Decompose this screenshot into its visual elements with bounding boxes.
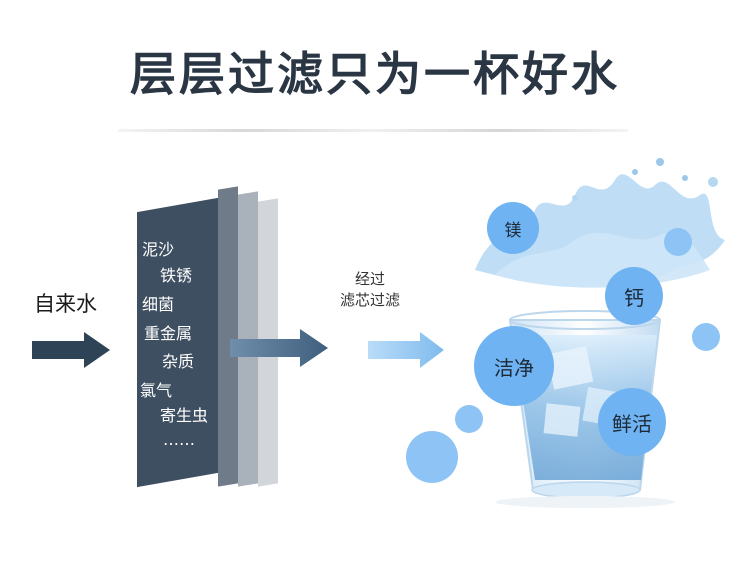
page-title: 层层过滤只为一杯好水 xyxy=(130,47,620,101)
contaminant-rust: 铁锈 xyxy=(160,266,193,285)
bubble-magnesium: 镁 xyxy=(487,202,539,254)
decor-bubble-3 xyxy=(455,405,483,433)
decor-bubble-2 xyxy=(692,323,720,351)
bubble-calcium: 钙 xyxy=(605,267,663,325)
input-arrow-icon xyxy=(32,332,110,368)
tap-water-label: 自来水 xyxy=(34,292,97,316)
output-arrow-icon xyxy=(368,332,444,368)
bubble-fresh: 鲜活 xyxy=(598,388,666,456)
contaminant-ellipsis: …… xyxy=(163,430,195,449)
contaminant-parasites: 寄生虫 xyxy=(160,406,209,425)
filter-label-line2: 滤芯过滤 xyxy=(339,291,400,309)
contaminant-heavy-metal: 重金属 xyxy=(144,324,193,343)
contaminant-chlorine: 氯气 xyxy=(140,381,173,400)
contaminant-bacteria: 细菌 xyxy=(142,295,175,314)
mid-arrow-icon xyxy=(230,329,328,367)
filter-label-line1: 经过 xyxy=(354,270,385,288)
title-underline xyxy=(118,129,628,132)
decor-bubble-1 xyxy=(664,228,692,256)
contaminant-sand: 泥沙 xyxy=(142,240,175,259)
contaminant-impurities: 杂质 xyxy=(162,352,195,371)
decor-bubble-4 xyxy=(406,431,458,483)
bubble-clean: 洁净 xyxy=(474,326,554,406)
